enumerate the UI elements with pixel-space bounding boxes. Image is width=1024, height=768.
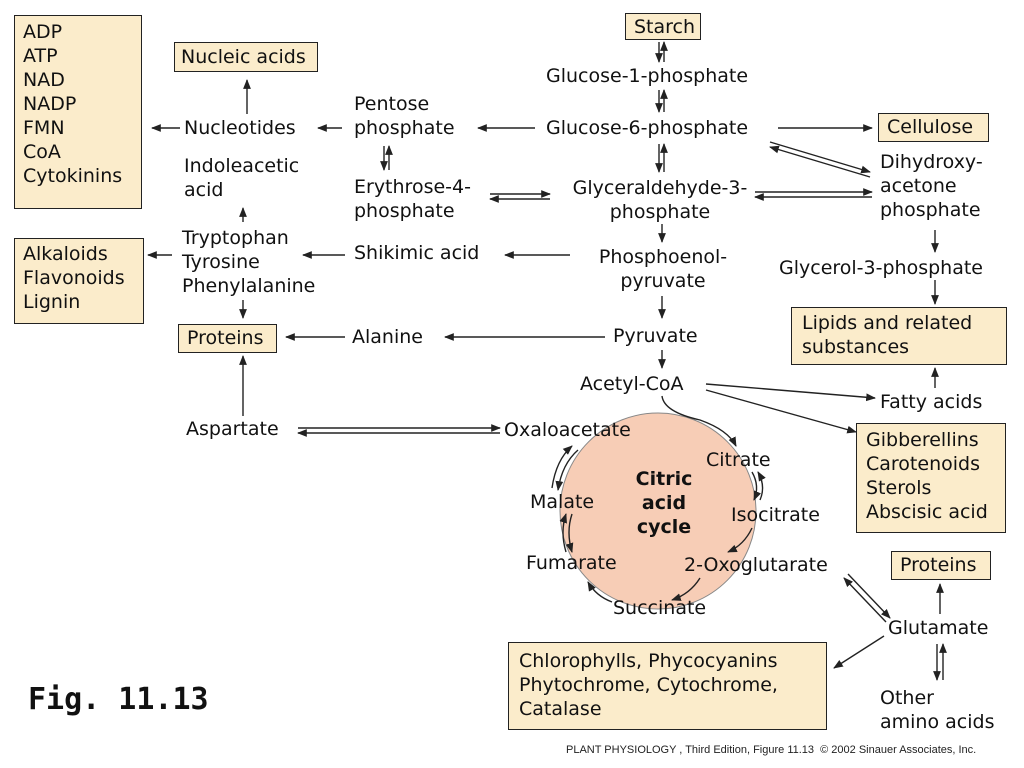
node-2-oxoglutarate: 2-Oxoglutarate	[684, 554, 828, 576]
arrow-g6p-dhap	[769, 141, 871, 174]
arrow-acetylcoa-gibberellins	[705, 389, 857, 434]
node-erythrose-4-phosphate: Erythrose-4- phosphate	[354, 176, 471, 222]
cellulose-box: Cellulose	[878, 113, 989, 142]
node-citrate: Citrate	[706, 449, 771, 471]
node-dihydroxyacetone-phosphate: Dihydroxy- acetone phosphate	[880, 151, 983, 221]
chlorophylls-box: Chlorophylls, Phycocyanins Phytochrome, …	[508, 642, 827, 730]
node-shikimic-acid: Shikimic acid	[354, 242, 480, 264]
arrow-acetylcoa-fattyacids	[705, 383, 876, 402]
nucleic-acids-box: Nucleic acids	[174, 42, 318, 72]
figure-label: Fig. 11.13	[28, 682, 209, 717]
node-fatty-acids: Fatty acids	[880, 391, 983, 413]
gibberellins-box: Gibberellins Carotenoids Sterols Abscisi…	[856, 423, 1006, 533]
node-aspartate: Aspartate	[186, 418, 279, 440]
node-other-amino-acids: Other amino acids	[880, 687, 995, 733]
proteins-right-box: Proteins	[891, 551, 991, 580]
arrow-fumarate-malate	[559, 513, 567, 553]
arrow-glutamate-chlorophylls	[833, 635, 885, 669]
arrow-succinate-fumarate	[587, 581, 613, 603]
node-phosphoenolpyruvate: Phosphoenol- pyruvate	[598, 246, 728, 292]
arrow-dhap-g6p	[769, 145, 871, 178]
node-glucose-6-phosphate: Glucose-6-phosphate	[546, 117, 749, 139]
cofactors-box: ADP ATP NAD NADP FMN CoA Cytokinins	[14, 15, 142, 209]
arrow-isocitrate-oxoglutarate	[727, 527, 753, 553]
arrow-isocitrate-citrate	[757, 471, 766, 501]
source-credit: PLANT PHYSIOLOGY , Third Edition, Figure…	[566, 744, 977, 756]
node-glucose-1-phosphate: Glucose-1-phosphate	[546, 65, 749, 87]
arrow-acetylcoa-citrate	[661, 395, 737, 447]
node-glyceraldehyde-3-phosphate: Glyceraldehyde-3- phosphate	[572, 177, 748, 223]
node-fumarate: Fumarate	[526, 552, 617, 574]
node-pentose-phosphate: Pentose phosphate	[354, 93, 455, 139]
node-succinate: Succinate	[613, 597, 707, 619]
proteins-left-box: Proteins	[178, 324, 277, 353]
citric-acid-cycle-label: Citric acid cycle	[635, 468, 693, 538]
node-glutamate: Glutamate	[888, 617, 989, 639]
node-aromatic-amino-acids: Tryptophan Tyrosine Phenylalanine	[182, 227, 316, 297]
arrow-oaa-malate	[555, 449, 579, 491]
node-pyruvate: Pyruvate	[613, 325, 698, 347]
arrow-malate-oaa	[551, 445, 573, 489]
node-isocitrate: Isocitrate	[731, 504, 820, 526]
node-indoleacetic-acid: Indoleacetic acid	[184, 155, 300, 201]
arrow-citrate-isocitrate	[751, 471, 762, 501]
alkaloids-box: Alkaloids Flavonoids Lignin	[14, 238, 144, 324]
node-nucleotides: Nucleotides	[184, 117, 296, 139]
arrow-glutamate-oxoglutarate	[843, 577, 887, 623]
node-acetyl-coa: Acetyl-CoA	[580, 373, 684, 395]
citric-cycle-circle	[559, 412, 757, 610]
arrow-oxoglutarate-succinate	[671, 577, 701, 601]
node-glycerol-3-phosphate: Glycerol-3-phosphate	[779, 257, 983, 279]
node-malate: Malate	[530, 491, 595, 513]
lipids-box: Lipids and related substances	[791, 307, 1007, 365]
starch-box: Starch	[625, 13, 701, 40]
node-alanine: Alanine	[352, 326, 423, 348]
arrow-oxoglutarate-glutamate	[847, 573, 891, 619]
arrow-malate-fumarate	[565, 513, 574, 553]
node-oxaloacetate: Oxaloacetate	[504, 419, 631, 441]
